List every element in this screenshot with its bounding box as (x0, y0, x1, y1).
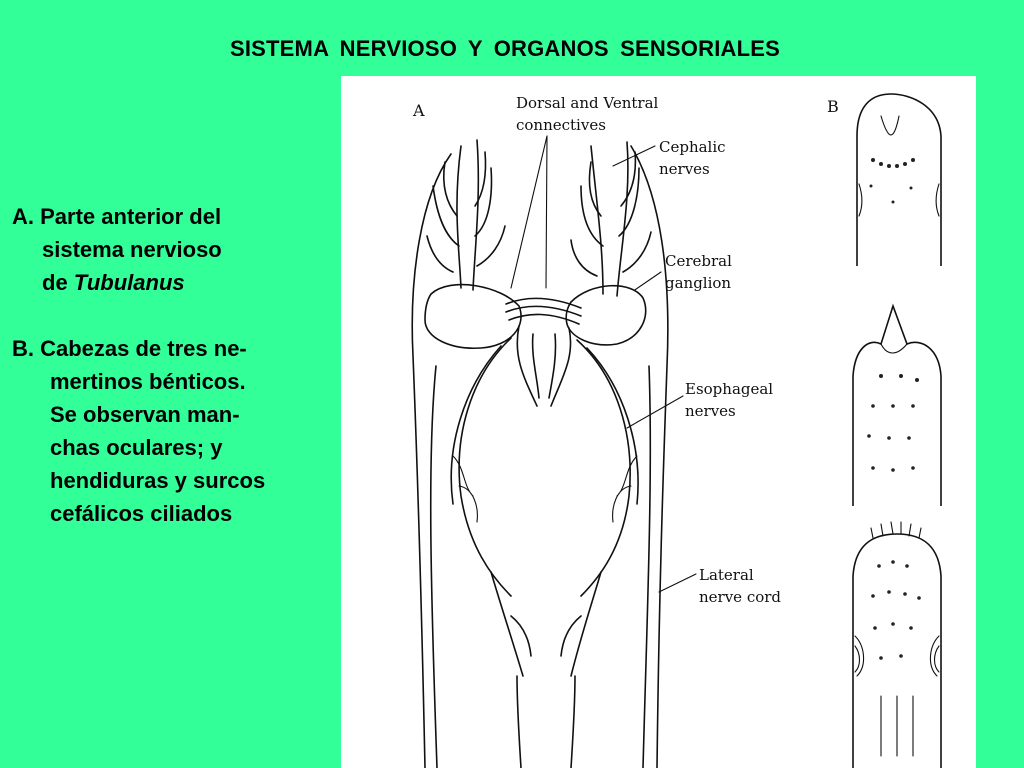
head-1 (856, 93, 942, 266)
head-2 (852, 303, 942, 506)
item-b-line-6: cefálicos ciliados (50, 501, 233, 526)
item-b-line-5: hendiduras y surcos (50, 468, 266, 493)
item-a-text-1: Parte anterior del (40, 204, 222, 229)
label-esophageal-2: nerves (685, 402, 736, 420)
label-connectives-1: Dorsal and Ventral (516, 94, 659, 112)
item-a-prefix: de (42, 270, 74, 295)
nervous-system-diagram: A B Dorsal and Ventral connectives Cepha… (411, 93, 942, 768)
panel-b-letter: B (827, 97, 839, 116)
panel-a-nervous-system (411, 139, 669, 768)
label-esophageal-1: Esophageal (685, 380, 773, 398)
item-a-line-3: de Tubulanus (12, 266, 342, 299)
item-a-line-1: A. Parte anterior del (12, 200, 342, 233)
label-connectives-2: connectives (516, 116, 606, 134)
leader-lines (510, 135, 697, 593)
item-b-line-3: Se observan man- (50, 402, 240, 427)
label-lateral-2: nerve cord (699, 588, 781, 606)
anatomy-figure: A B Dorsal and Ventral connectives Cepha… (341, 76, 976, 768)
item-b-line-1: B. Cabezas de tres ne- (12, 336, 247, 361)
panel-a-letter: A (412, 101, 425, 120)
item-b-line-4: chas oculares; y (50, 435, 223, 460)
label-cerebral-1: Cerebral (665, 252, 732, 270)
label-cephalic-2: nerves (659, 160, 710, 178)
label-cephalic-1: Cephalic (659, 138, 726, 156)
panel-b-heads (852, 93, 942, 768)
description-text: A. Parte anterior del sistema nervioso d… (12, 200, 342, 530)
item-a-line-2: sistema nervioso (42, 237, 222, 262)
label-lateral-1: Lateral (699, 566, 754, 584)
genus-name: Tubulanus (73, 270, 185, 295)
item-a-label: A. (12, 204, 34, 229)
label-cerebral-2: ganglion (665, 274, 731, 292)
head-3 (852, 533, 942, 768)
item-b-line-2: mertinos bénticos. (50, 369, 246, 394)
slide-title: SISTEMA NERVIOSO Y ORGANOS SENSORIALES (229, 36, 780, 61)
